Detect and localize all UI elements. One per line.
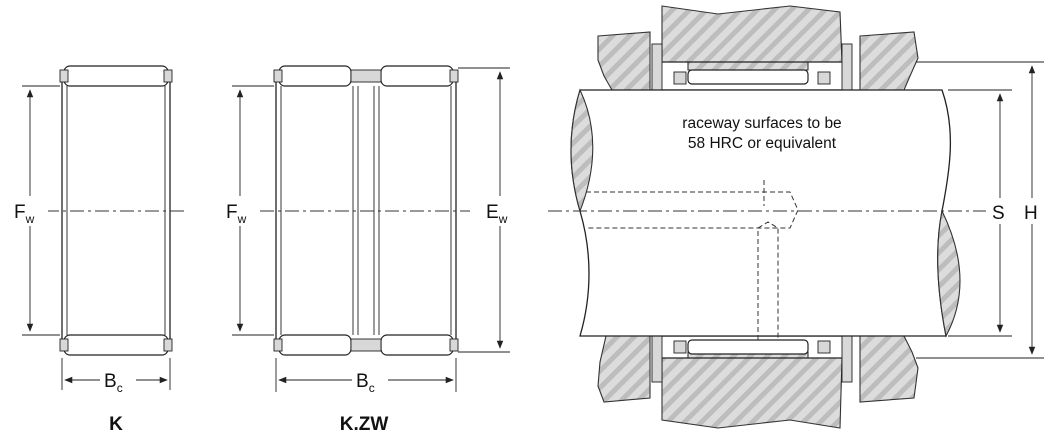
housing-top-left bbox=[597, 31, 651, 91]
h-label: H bbox=[1024, 203, 1038, 224]
housing-bottom-left bbox=[597, 335, 651, 403]
kzw-roller-top-left bbox=[278, 65, 352, 87]
kzw-ew-label: Ew bbox=[486, 202, 508, 226]
k-fw-label: Fw bbox=[14, 202, 35, 226]
kzw-roller-bottom-right bbox=[380, 334, 454, 356]
kzw-bearing: Fw Ew Bc K.ZW bbox=[222, 65, 518, 435]
k-cage-cap bbox=[163, 338, 173, 352]
oil-bore bbox=[586, 191, 799, 229]
k-roller-bottom bbox=[63, 334, 169, 356]
kzw-title: K.ZW bbox=[340, 414, 389, 435]
mount-roller-top bbox=[687, 69, 809, 85]
raceway-note-line2: 58 HRC or equivalent bbox=[688, 135, 837, 152]
kzw-spacer bbox=[350, 338, 382, 352]
housing-bottom-right bbox=[859, 335, 919, 403]
kzw-bc-label: Bc bbox=[356, 371, 375, 395]
raceway-note-line1: raceway surfaces to be bbox=[682, 115, 841, 132]
kzw-spacer bbox=[350, 69, 382, 83]
mounting-arrangement: raceway surfaces to be 58 HRC or equival… bbox=[548, 5, 1044, 429]
k-roller-top bbox=[63, 65, 169, 87]
kzw-roller-top-right bbox=[380, 65, 454, 87]
k-bc-label: Bc bbox=[104, 371, 123, 395]
k-cage-cap bbox=[59, 69, 69, 83]
kzw-roller-bottom-left bbox=[278, 334, 352, 356]
k-cage-cap bbox=[163, 69, 173, 83]
k-cage-cap bbox=[59, 338, 69, 352]
k-title: K bbox=[109, 414, 123, 435]
mount-roller-bottom bbox=[687, 339, 809, 355]
k-bearing: Fw Bc K bbox=[12, 65, 185, 435]
housing-top-right bbox=[859, 31, 919, 91]
s-label: S bbox=[992, 203, 1005, 224]
housing-bottom-center bbox=[661, 351, 843, 429]
kzw-fw-label: Fw bbox=[226, 202, 247, 226]
shaft-break-right bbox=[937, 209, 961, 338]
housing-top-center bbox=[661, 5, 843, 71]
